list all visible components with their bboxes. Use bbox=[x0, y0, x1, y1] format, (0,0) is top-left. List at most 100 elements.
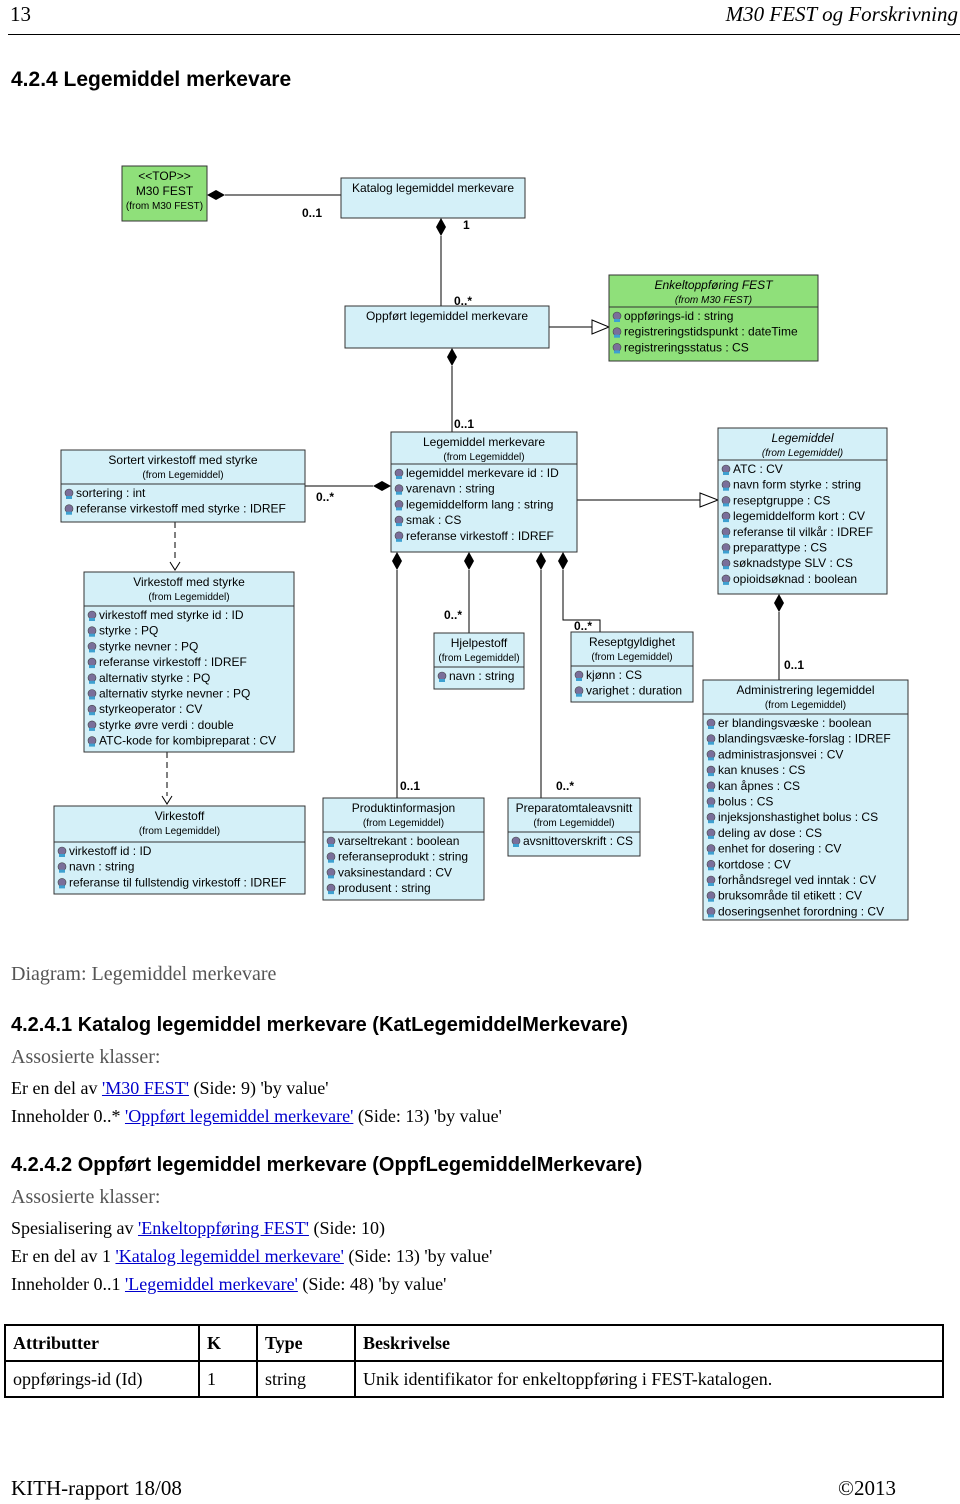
class-attribute: legemiddel merkevare id : ID bbox=[406, 466, 559, 480]
attribute-key-icon bbox=[723, 472, 729, 475]
attribute-key-icon bbox=[708, 835, 714, 839]
diagram-classes: <<TOP>>M30 FEST(from M30 FEST)Katalog le… bbox=[53, 165, 909, 921]
class-attribute: vaksinestandard : CV bbox=[338, 865, 452, 879]
class-box bbox=[53, 805, 306, 895]
column-header: Attributter bbox=[4, 1324, 200, 1362]
attribute-icon bbox=[87, 610, 97, 620]
class-name: Sortert virkestoff med styrke bbox=[108, 453, 257, 467]
attribute-icon bbox=[57, 862, 67, 872]
class-name: Reseptgyldighet bbox=[589, 635, 676, 649]
class-package: (from Legemiddel) bbox=[148, 592, 229, 603]
subsection-title-1: 4.2.4.1 Katalog legemiddel merkevare (Ka… bbox=[11, 1014, 628, 1036]
class-enkeltoppf-ring-fest: Enkeltoppføring FEST(from M30 FEST)oppfø… bbox=[608, 274, 819, 362]
table-cell: oppførings-id (Id) bbox=[4, 1360, 200, 1398]
link-katalog-legemiddel-merkevare[interactable]: 'Katalog legemiddel merkevare' bbox=[115, 1246, 344, 1266]
attribute-icon bbox=[87, 704, 97, 714]
attribute-key-icon bbox=[708, 741, 714, 745]
class-attribute: smak : CS bbox=[406, 513, 461, 527]
attribute-key-icon bbox=[723, 503, 729, 507]
class-name: Produktinformasjon bbox=[352, 801, 455, 815]
class-m30-fest: <<TOP>>M30 FEST(from M30 FEST) bbox=[121, 165, 208, 222]
attribute-key-icon bbox=[328, 859, 334, 863]
class-attribute: styrke : PQ bbox=[99, 624, 158, 638]
class-attribute: avsnittoverskrift : CS bbox=[523, 834, 633, 848]
class-package: (from Legemiddel) bbox=[139, 826, 220, 837]
class-virkestoff-med-styrke: Virkestoff med styrke(from Legemiddel)vi… bbox=[83, 571, 295, 753]
attribute-key-icon bbox=[89, 680, 95, 684]
attribute-key-icon bbox=[708, 867, 714, 871]
attribute-icon bbox=[721, 511, 731, 521]
class-package: (from M30 FEST) bbox=[675, 295, 752, 306]
attribute-key-icon bbox=[708, 773, 714, 777]
attribute-icon bbox=[574, 670, 584, 680]
class-attribute: bolus : CS bbox=[718, 795, 773, 809]
multiplicity-label: 0..* bbox=[316, 490, 334, 504]
class-name: Administrering legemiddel bbox=[736, 683, 874, 697]
class-package: (from Legemiddel) bbox=[142, 470, 223, 481]
link-m30-fest[interactable]: 'M30 FEST' bbox=[101, 1078, 189, 1098]
attribute-key-icon bbox=[89, 633, 95, 637]
class-attribute: registreringsstatus : CS bbox=[624, 340, 749, 354]
attribute-key-icon bbox=[396, 476, 402, 479]
assoc-line-text: Spesialisering av bbox=[11, 1218, 138, 1238]
attribute-icon bbox=[612, 327, 622, 336]
diagram-edges bbox=[161, 190, 784, 805]
attribute-icon bbox=[57, 878, 67, 887]
table-cell: 1 bbox=[198, 1360, 258, 1398]
assoc-line-text: Er en del av bbox=[11, 1078, 102, 1098]
assoc-line-text: Inneholder 0..1 bbox=[11, 1274, 125, 1294]
attribute-key-icon bbox=[723, 581, 729, 585]
attribute-key-icon bbox=[708, 820, 714, 824]
class-name: Preparatomtaleavsnitt bbox=[516, 801, 633, 815]
attribute-icon bbox=[706, 797, 716, 806]
attribute-icon bbox=[87, 626, 97, 636]
assoc-line: Inneholder 0..* 'Oppført legemiddel merk… bbox=[11, 1106, 502, 1127]
class-box bbox=[433, 632, 525, 690]
class-attribute: alternativ styrke : PQ bbox=[99, 671, 210, 685]
class-box bbox=[60, 449, 306, 523]
class-attribute: alternativ styrke nevner : PQ bbox=[99, 687, 250, 701]
attribute-key-icon bbox=[396, 523, 402, 527]
class-attribute: navn : string bbox=[449, 669, 514, 683]
attribute-key-icon bbox=[576, 678, 582, 681]
subsection-title-2: 4.2.4.2 Oppført legemiddel merkevare (Op… bbox=[11, 1154, 643, 1176]
attribute-icon bbox=[721, 527, 731, 537]
attribute-icon bbox=[706, 718, 716, 728]
class-package: (from Legemiddel) bbox=[533, 818, 614, 829]
link-legemiddel-merkevare[interactable]: 'Legemiddel merkevare' bbox=[124, 1274, 298, 1294]
link-oppfort-legemiddel-merkevare[interactable]: 'Oppført legemiddel merkevare' bbox=[124, 1106, 354, 1126]
class-package: (from Legemiddel) bbox=[443, 452, 524, 463]
attribute-icon bbox=[721, 574, 731, 584]
attribute-key-icon bbox=[614, 334, 620, 338]
class-attribute: varseltrekant : boolean bbox=[338, 834, 459, 848]
class-package: (from Legemiddel) bbox=[591, 652, 672, 663]
attribute-key-icon bbox=[576, 693, 582, 697]
class-box bbox=[322, 797, 485, 901]
class-attribute: ATC-kode for kombipreparat : CV bbox=[99, 734, 276, 748]
association-line bbox=[562, 570, 601, 632]
attribute-key-icon bbox=[396, 538, 402, 542]
footer-copyright: ©2013 bbox=[838, 1476, 896, 1500]
class-attribute: virkestoff med styrke id : ID bbox=[99, 608, 244, 622]
section-title: 4.2.4 Legemiddel merkevare bbox=[11, 68, 292, 91]
assoc-line: Inneholder 0..1 'Legemiddel merkevare' (… bbox=[11, 1274, 446, 1295]
class-attribute: legemiddelform kort : CV bbox=[733, 509, 865, 523]
attribute-icon bbox=[87, 720, 97, 730]
class-box bbox=[717, 427, 888, 595]
class-virkestoff: Virkestoff(from Legemiddel)virkestoff id… bbox=[53, 805, 306, 895]
attribute-key-icon bbox=[328, 891, 334, 895]
class-attribute: referanse til fullstendig virkestoff : I… bbox=[69, 875, 286, 889]
table-cell: string bbox=[256, 1360, 356, 1398]
class-produktinformasjon: Produktinformasjon(from Legemiddel)varse… bbox=[322, 797, 485, 901]
attribute-key-icon bbox=[723, 487, 729, 491]
attribute-icon bbox=[706, 828, 716, 838]
class-reseptgyldighet: Reseptgyldighet(from Legemiddel)kjønn : … bbox=[570, 631, 694, 703]
attribute-key-icon bbox=[59, 869, 65, 873]
attribute-icon bbox=[87, 657, 97, 667]
attribute-key-icon bbox=[89, 696, 95, 700]
table-cell: Unik identifikator for enkeltoppføring i… bbox=[354, 1360, 944, 1398]
class-attribute: varighet : duration bbox=[586, 684, 682, 698]
link-enkeltoppforing-fest[interactable]: 'Enkeltoppføring FEST' bbox=[137, 1218, 309, 1238]
class-attribute: navn form styrke : string bbox=[733, 478, 861, 492]
table-row: oppførings-id (Id) 1 string Unik identif… bbox=[4, 1360, 944, 1398]
